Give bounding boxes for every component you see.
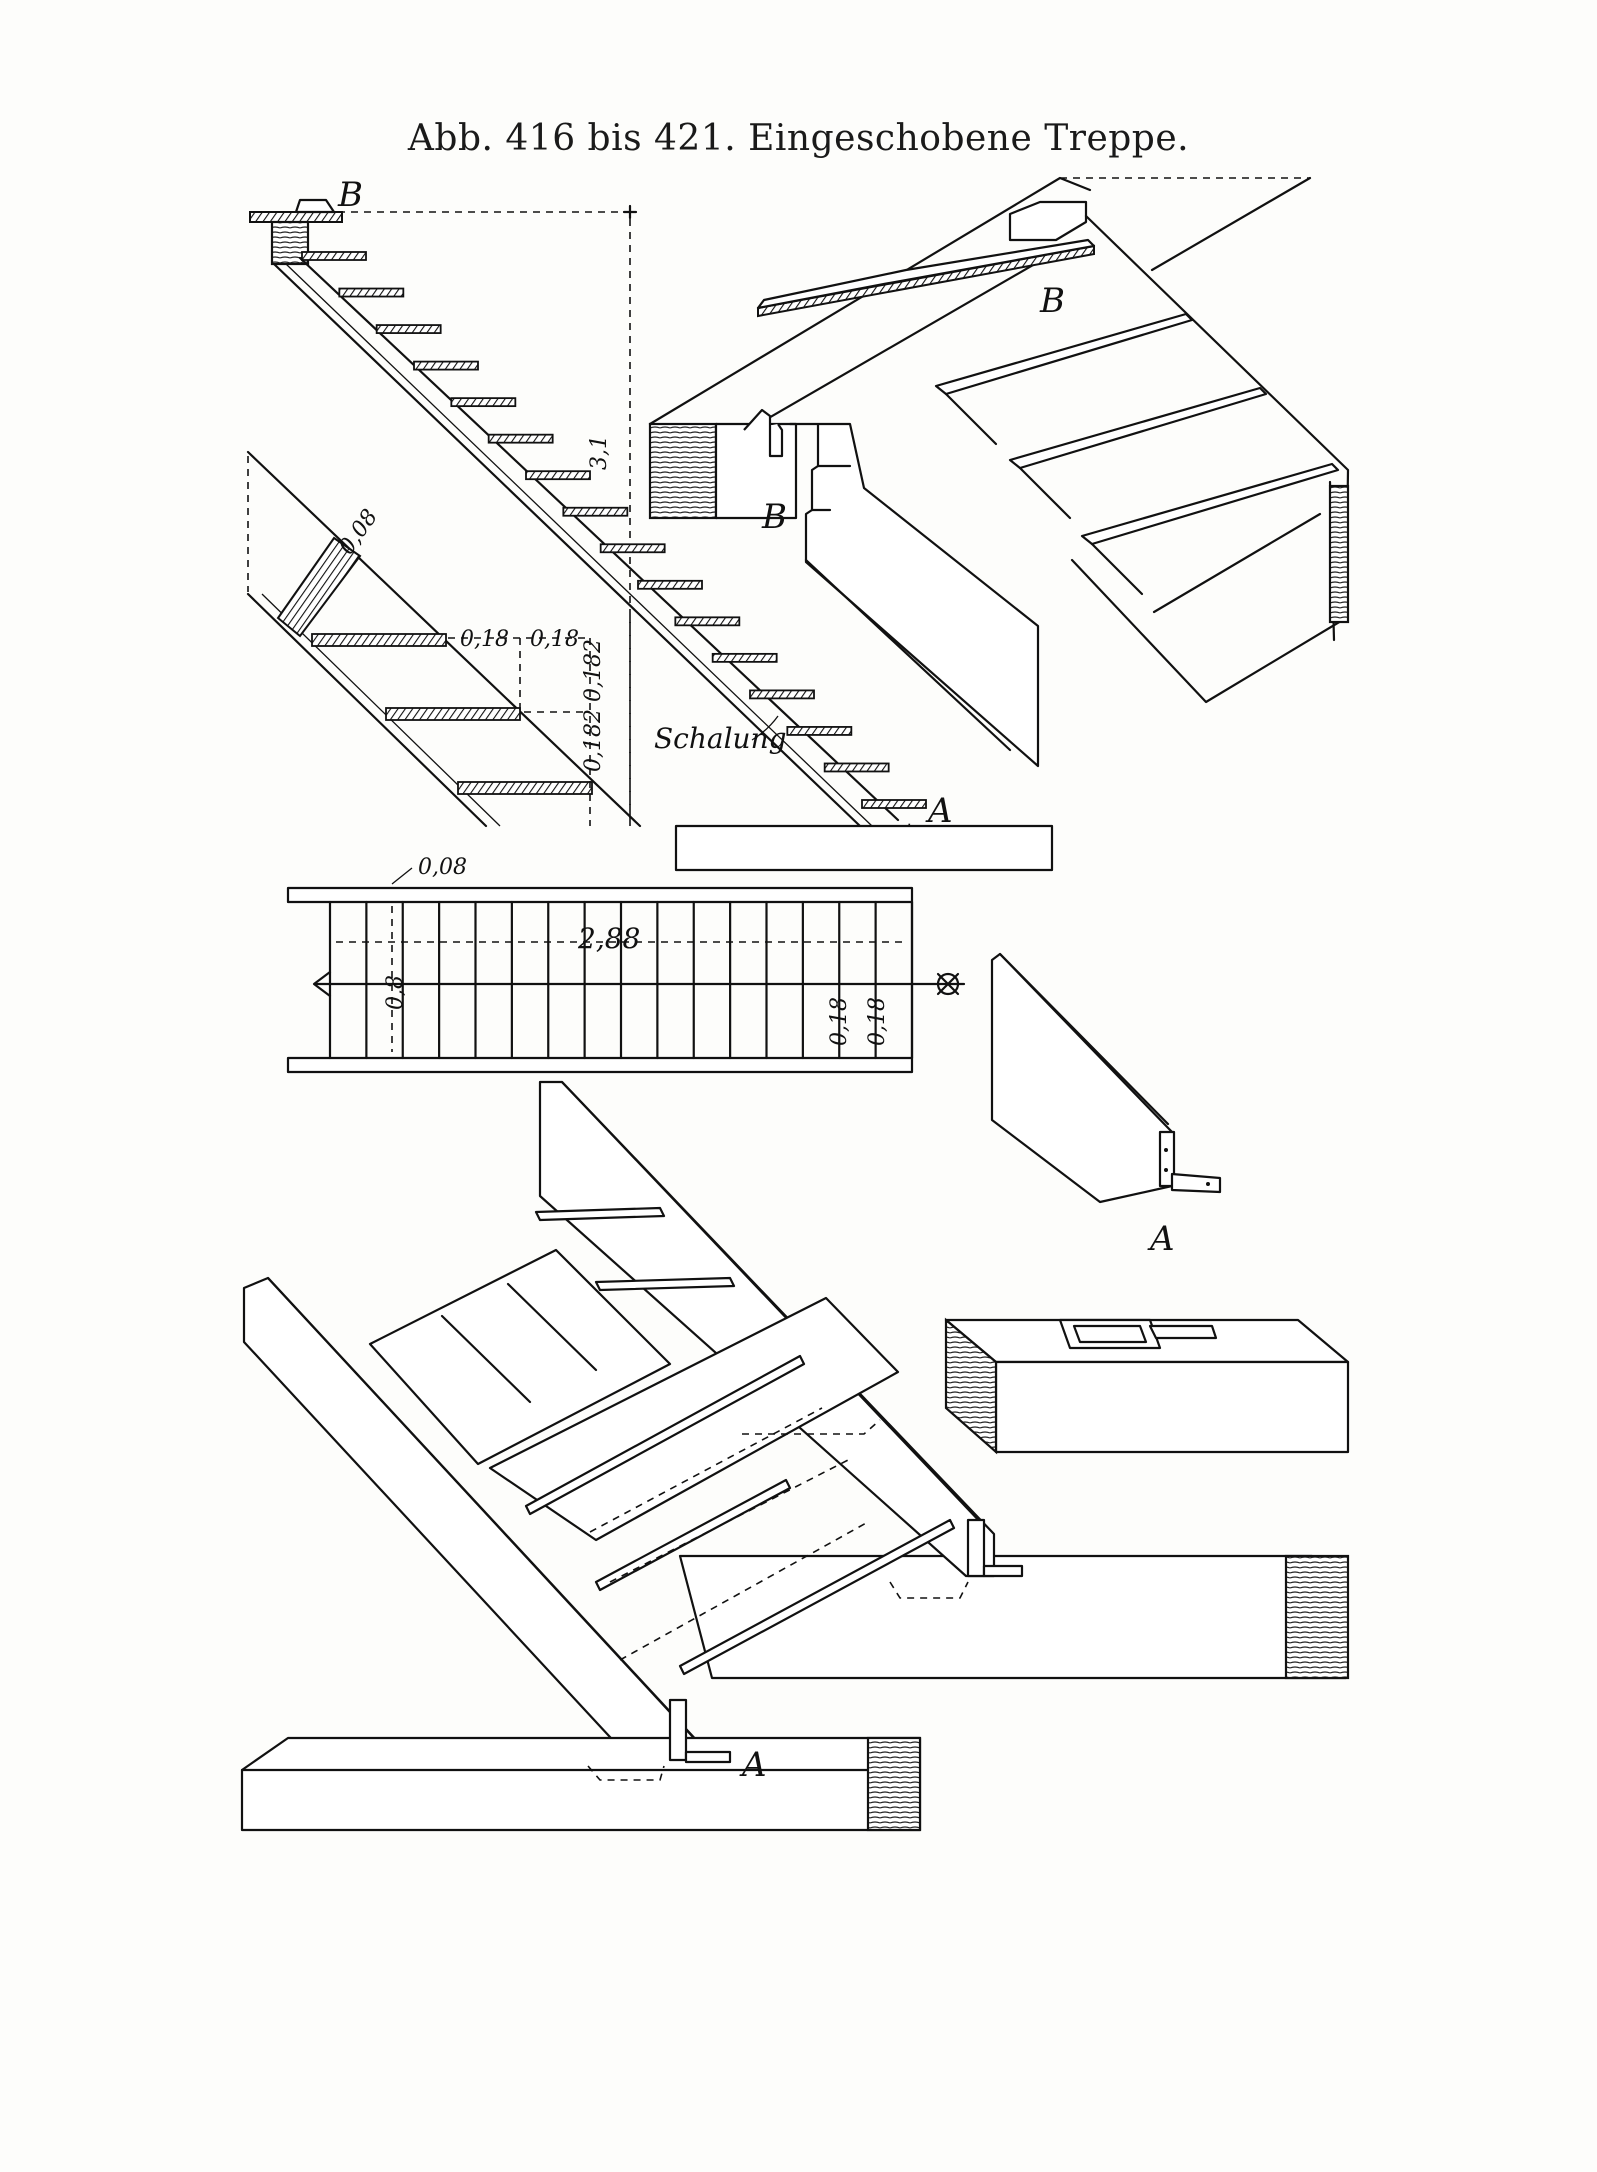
perspective-tread-2	[1008, 386, 1268, 470]
dim-going-2: 0,18	[530, 627, 579, 652]
tread-13	[749, 689, 815, 700]
tread-11	[674, 616, 741, 627]
figure-stair-elevation: 3,1 B A Schalung	[249, 175, 1054, 872]
nosing-3	[524, 1354, 806, 1516]
dim-height: 3,1	[587, 435, 612, 470]
detail-tread-1	[311, 633, 447, 647]
tread-10	[637, 579, 703, 590]
figure-assembly-perspective: A	[240, 1080, 1350, 1832]
label-a-bottom: A	[925, 791, 953, 831]
nosing-1	[534, 1206, 666, 1222]
detail-tread-3	[457, 781, 593, 795]
label-a-strap: A	[1147, 1219, 1175, 1259]
perspective-riser-3	[1090, 542, 1144, 596]
tread-3	[375, 324, 442, 334]
tread-8	[562, 506, 629, 517]
label-a-assembly: A	[739, 1745, 767, 1785]
tread-5	[450, 397, 517, 408]
dim-going-1: 0,18	[460, 627, 509, 652]
tread-9	[599, 543, 666, 554]
dim-rise-1: 0,182	[581, 639, 606, 702]
tread-14	[786, 726, 853, 736]
label-schalung: Schalung	[654, 722, 787, 755]
label-b-top: B	[337, 175, 363, 215]
figure-stringer-strap: A	[990, 952, 1222, 1259]
tread-4	[413, 360, 479, 371]
figure-step-detail: 0,08 0,18 0,18 0,182 0,182	[246, 450, 642, 828]
figure-beam-mortise	[944, 1317, 1350, 1455]
dim-rise-2: 0,182	[581, 709, 606, 772]
perspective-riser-1	[944, 392, 998, 446]
nosing-5	[678, 1518, 956, 1676]
tread-15	[823, 762, 890, 773]
dim-plan-step-2: 0,18	[865, 997, 890, 1046]
dim-plan-width: 0,8	[383, 975, 408, 1010]
figure-plan: 2,88 0,8 0,08 0,18 0,18	[286, 855, 966, 1074]
tread-7	[525, 470, 591, 481]
tread-6	[487, 433, 554, 444]
dim-tread-thickness: 0,08	[334, 505, 383, 559]
dim-plan-step-1: 0,18	[827, 997, 852, 1046]
tread-1	[301, 251, 367, 261]
label-b-stringer: B	[761, 497, 787, 537]
perspective-tread-1	[934, 312, 1194, 396]
plan-step-lines	[365, 900, 914, 1060]
label-b-perspective: B	[1039, 281, 1065, 321]
dim-plan-stringer: 0,08	[418, 855, 467, 880]
perspective-floor-line	[1152, 512, 1322, 614]
tread-12	[711, 652, 778, 663]
plate-title: Abb. 416 bis 421. Eingeschobene Treppe.	[407, 118, 1190, 159]
figure-stair-perspective: B B	[648, 176, 1350, 768]
nosing-4	[594, 1478, 792, 1592]
tread-2	[338, 287, 405, 298]
stair-treads	[301, 251, 927, 809]
assembly-nosings	[524, 1206, 956, 1676]
perspective-tread-3	[1080, 462, 1340, 546]
perspective-riser-2	[1018, 466, 1072, 520]
dim-plan-length: 2,88	[577, 922, 640, 955]
tread-16	[861, 799, 927, 809]
detail-tread-2	[385, 707, 521, 721]
perspective-treads	[934, 312, 1340, 614]
detail-treads	[311, 633, 593, 795]
nosing-2	[594, 1276, 736, 1292]
